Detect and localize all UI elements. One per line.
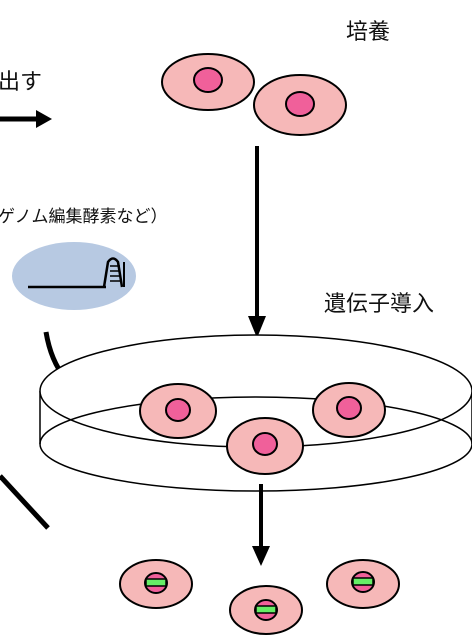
connector-line: [0, 474, 50, 530]
nucleus-icon: [193, 67, 223, 93]
nucleus-icon: [165, 398, 191, 422]
edited-gene-marker: [352, 577, 374, 586]
nucleus-icon: [252, 432, 278, 456]
nucleus-icon: [336, 396, 362, 420]
genome-editing-label: ゲノム編集酵素など）: [0, 207, 168, 227]
edited-gene-marker: [255, 605, 277, 614]
edited-gene-marker: [145, 578, 167, 587]
cultured-cell-2: [253, 74, 347, 136]
culture-label: 培養: [346, 20, 391, 45]
dish-cell-3: [226, 417, 304, 475]
edited-cell-3: [229, 585, 303, 635]
edited-cell-1: [119, 559, 193, 609]
enzyme-icon: [12, 242, 136, 310]
extract-arrow-icon: [0, 110, 52, 128]
edited-cell-2: [326, 559, 400, 609]
cultured-cell-1: [161, 53, 255, 111]
dish-cell-2: [312, 382, 386, 438]
dish-down-arrow-icon: [252, 484, 270, 566]
extract-label: 出す: [0, 70, 43, 95]
culture-down-arrow-icon: [248, 146, 266, 338]
nucleus-icon: [285, 91, 315, 117]
dish-cell-1: [139, 383, 217, 439]
gene-transfer-label: 遺伝子導入: [324, 292, 435, 317]
